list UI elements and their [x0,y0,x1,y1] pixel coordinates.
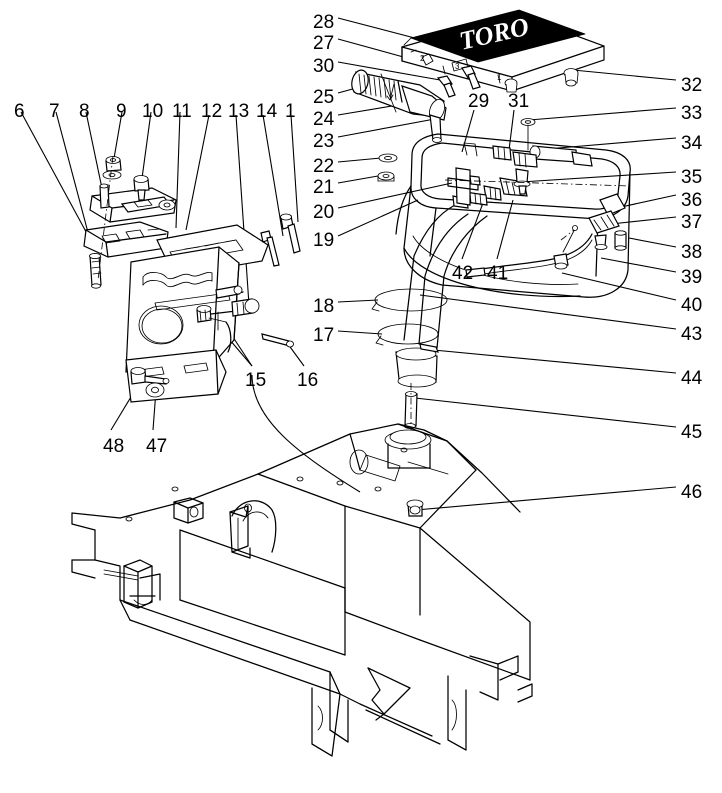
callout-23: 23 [313,131,335,152]
callout-28: 28 [313,12,335,33]
callout-29: 29 [468,91,490,112]
callout-20: 20 [313,202,335,223]
callout-30: 30 [313,56,335,77]
callout-14: 14 [256,101,278,122]
callout-37: 37 [681,212,703,233]
tank-strap-assembly [465,193,627,278]
callout-45: 45 [681,422,703,443]
fuel-tank [395,133,631,298]
callout-33: 33 [681,103,703,124]
callout-46: 46 [681,482,703,503]
callout-39: 39 [681,267,703,288]
callout-12: 12 [201,101,223,122]
callout-11: 11 [172,101,192,122]
machine-chassis [71,423,533,757]
callout-1: 1 [285,101,296,122]
gas-spring-damper [351,69,447,143]
callout-41: 41 [487,263,509,284]
callout-24: 24 [313,109,335,130]
callout-10: 10 [142,101,164,122]
callout-9: 9 [116,101,127,122]
callout-19: 19 [313,230,335,251]
hinge-latch-assembly [83,155,177,289]
callout-15: 15 [245,370,267,391]
callout-48: 48 [103,436,125,457]
callout-38: 38 [681,242,703,263]
seat-pan-assembly: TORO 2 3 1 [401,9,605,92]
callout-31: 31 [508,91,530,112]
callout-22: 22 [313,156,335,177]
callout-40: 40 [681,295,703,316]
callout-42: 42 [452,263,474,284]
callout-16: 16 [297,370,319,391]
upper-fasteners [377,65,579,182]
callout-6: 6 [14,101,25,122]
callout-21: 21 [313,177,335,198]
callout-32: 32 [681,75,703,96]
callout-44: 44 [681,368,703,389]
latch-rod-hardware [196,213,301,353]
lower-left-hardware [130,367,170,398]
callout-18: 18 [313,296,335,317]
callout-43: 43 [681,324,703,345]
fuel-fittings [444,142,631,209]
callout-13: 13 [228,101,250,122]
callout-36: 36 [681,190,703,211]
svg-text:3: 3 [455,62,460,71]
callout-47: 47 [146,436,168,457]
callout-8: 8 [79,101,90,122]
callout-34: 34 [681,133,703,154]
callout-35: 35 [681,167,703,188]
callout-25: 25 [313,87,335,108]
callout-7: 7 [49,101,60,122]
filler-neck [371,204,488,450]
seat-console-panel [125,224,269,403]
callout-17: 17 [313,325,335,346]
callout-27: 27 [313,33,335,54]
svg-text:2: 2 [420,54,425,63]
svg-text:1: 1 [497,73,502,82]
